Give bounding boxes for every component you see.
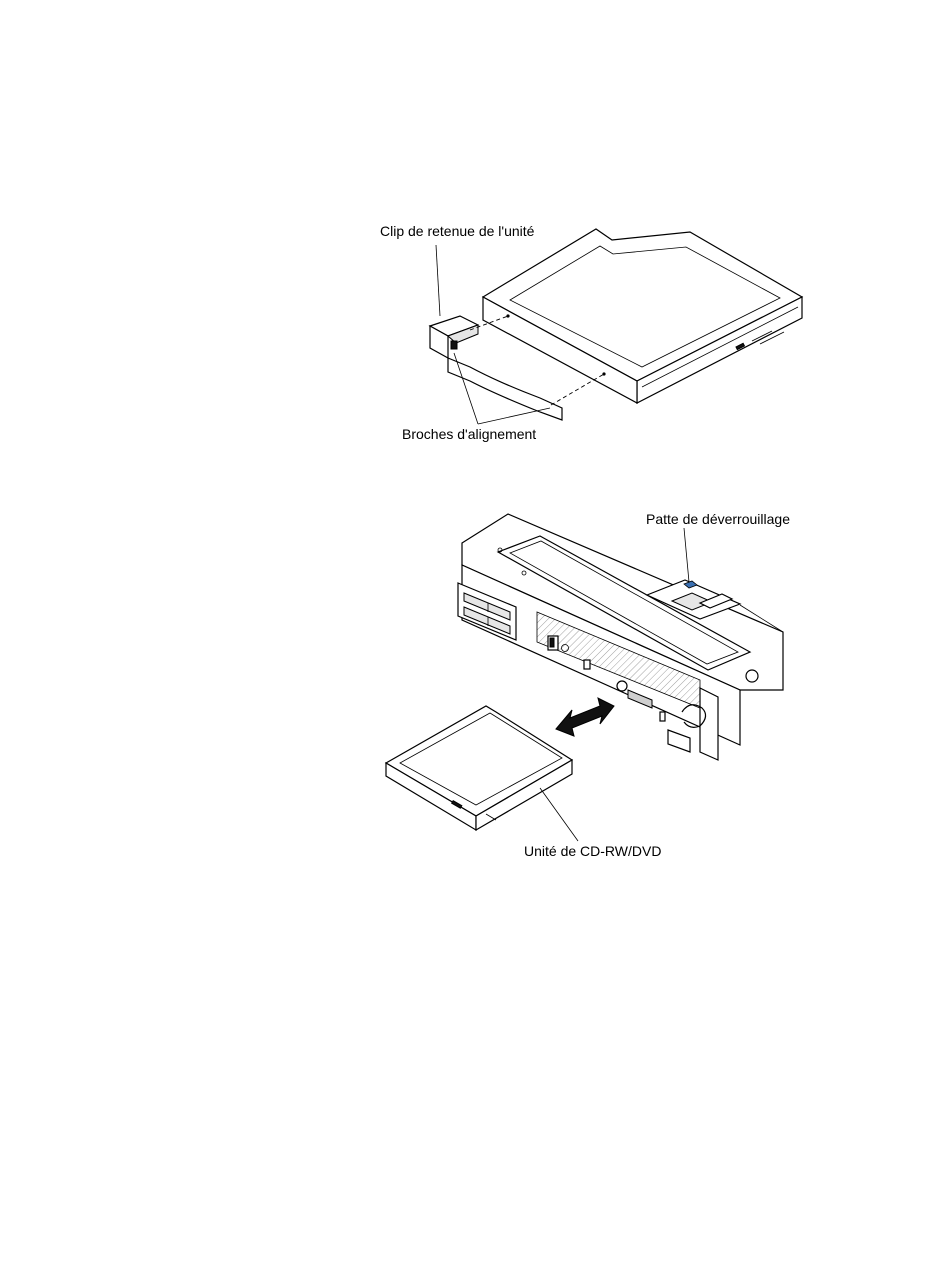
alignment-pin-hole	[451, 341, 457, 349]
rear-thumbscrew	[746, 670, 758, 682]
label-release-tab: Patte de déverrouillage	[646, 511, 790, 527]
label-cd-rw-dvd-drive: Unité de CD-RW/DVD	[524, 843, 661, 859]
pins-callout-line-left	[454, 353, 478, 424]
drive-top-face	[483, 229, 802, 381]
alignment-guide-bottom	[551, 374, 604, 405]
tab-callout-line	[684, 528, 689, 582]
pins-callout-line-right	[478, 408, 550, 424]
clip-callout-line	[436, 245, 440, 316]
front-knob	[617, 681, 627, 691]
figure-drive-retention-clip: Clip de retenue de l'unité Broches d'ali…	[380, 223, 802, 442]
label-alignment-pins: Broches d'alignement	[402, 426, 536, 442]
label-retention-clip: Clip de retenue de l'unité	[380, 223, 535, 239]
drive-callout-line	[540, 788, 578, 841]
insertion-arrow	[556, 698, 614, 736]
alignment-pin-bottom	[602, 372, 605, 375]
usb-port-2	[660, 712, 665, 721]
figure-server-drive-insertion: Patte de déverrouillage Unité de CD-RW/D…	[386, 511, 790, 859]
usb-port	[584, 660, 590, 669]
cd-rw-dvd-drive	[386, 706, 572, 830]
power-button-mark	[550, 638, 554, 647]
alignment-pin-top	[506, 314, 509, 317]
